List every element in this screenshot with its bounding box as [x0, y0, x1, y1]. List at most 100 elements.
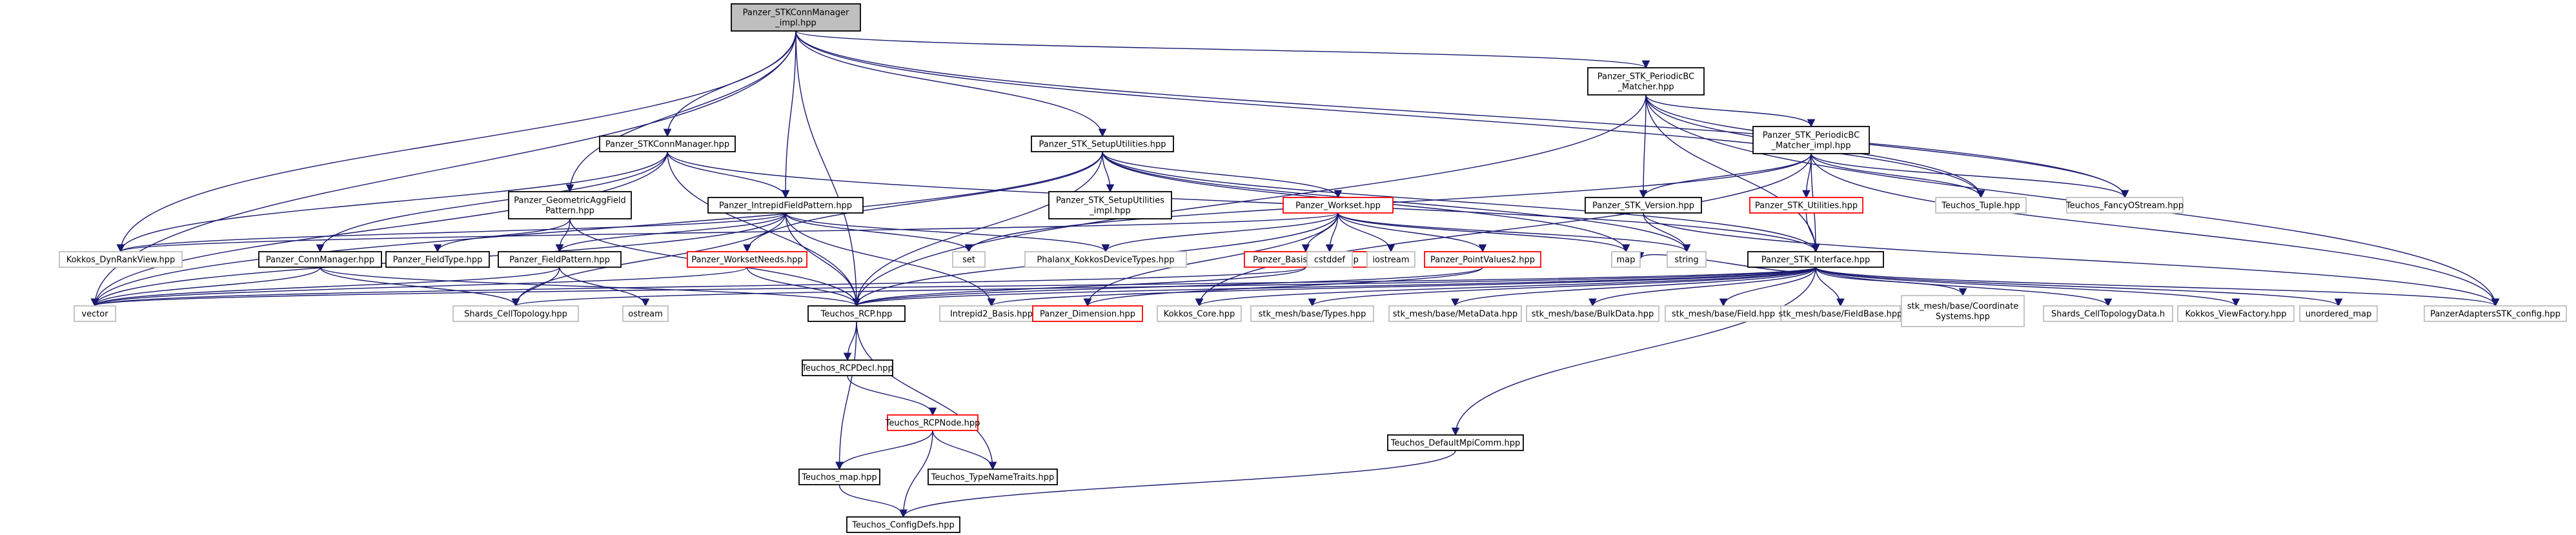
- node-intrepid-basis: Intrepid2_Basis.hpp: [939, 305, 1044, 322]
- dependency-edge: [795, 30, 1107, 137]
- node-label: Teuchos_RCP.hpp: [820, 310, 893, 319]
- node-connmgr-stk[interactable]: Panzer_STKConnManager.hpp: [599, 136, 736, 152]
- node-box: [1366, 251, 1415, 268]
- node-box: [807, 305, 906, 322]
- node-box: [687, 251, 807, 268]
- node-stk-types: stk_mesh/base/Types.hpp: [1250, 305, 1374, 322]
- node-set: set: [952, 251, 986, 268]
- dependency-edge: [91, 267, 1306, 307]
- node-label: vector: [81, 310, 108, 319]
- dependency-edge: [90, 151, 1103, 307]
- dependency-edge: [1588, 267, 1816, 307]
- dependency-edge: [856, 321, 997, 470]
- dependency-edge: [1636, 252, 1816, 273]
- dependency-edge: [1301, 212, 1339, 253]
- dependency-edge: [565, 30, 796, 193]
- dependency-edge: [853, 267, 1816, 307]
- node-typenametraits[interactable]: Teuchos_TypeNameTraits.hpp: [928, 469, 1058, 485]
- dependency-edge: [988, 267, 1816, 307]
- node-label: Panzer_STK_Utilities.hpp: [1755, 201, 1858, 211]
- dependency-edge: [1815, 267, 2499, 307]
- node-label: stk_mesh/base/Coordinate: [1907, 302, 2019, 312]
- dependency-edge: [852, 267, 1306, 307]
- node-label: Panzer_STKConnManager: [743, 8, 849, 18]
- node-box: [939, 305, 1044, 322]
- node-label: _impl.hpp: [1089, 207, 1131, 216]
- dependency-edge: [1815, 267, 2113, 307]
- node-defaultmpicomm[interactable]: Teuchos_DefaultMpiComm.hpp: [1387, 434, 1524, 451]
- node-configdefs[interactable]: Teuchos_ConfigDefs.hpp: [846, 516, 960, 533]
- node-box: [1024, 251, 1187, 268]
- dependency-edge: [1102, 151, 1343, 199]
- node-label: Teuchos_RCPNode.hpp: [885, 419, 980, 429]
- dependency-edge: [117, 212, 1339, 253]
- node-periodic-impl[interactable]: Panzer_STK_PeriodicBC_Matcher_impl.hpp: [1752, 126, 1870, 154]
- node-box: [385, 251, 490, 268]
- node-setuputil[interactable]: Panzer_STK_SetupUtilities.hpp: [1031, 136, 1174, 152]
- node-label: Panzer_Workset.hpp: [1295, 201, 1381, 211]
- node-connmgr[interactable]: Panzer_ConnManager.hpp: [258, 251, 382, 268]
- node-box: [2043, 305, 2173, 322]
- node-label: Panzer_STK_PeriodicBC: [1763, 131, 1860, 141]
- node-stk-utilities[interactable]: Panzer_STK_Utilities.hpp: [1749, 197, 1863, 214]
- node-intrepid-fp[interactable]: Panzer_IntrepidFieldPattern.hpp: [707, 197, 864, 214]
- node-dimension[interactable]: Panzer_Dimension.hpp: [1032, 305, 1143, 322]
- node-label: Teuchos_Tuple.hpp: [1941, 201, 2020, 211]
- node-box: [1747, 251, 1884, 268]
- node-rcpnode[interactable]: Teuchos_RCPNode.hpp: [885, 414, 980, 431]
- node-label: ostream: [628, 310, 663, 319]
- node-rcpdecl[interactable]: Teuchos_RCPDecl.hpp: [801, 359, 893, 376]
- dependency-edge: [795, 30, 861, 307]
- node-stk-bulkdata: stk_mesh/base/BulkData.hpp: [1526, 305, 1659, 322]
- node-stk-interface[interactable]: Panzer_STK_Interface.hpp: [1747, 251, 1884, 268]
- node-root[interactable]: Panzer_STKConnManager_impl.hpp: [731, 3, 861, 32]
- node-box: [1250, 305, 1374, 322]
- node-pointvalues2[interactable]: Panzer_PointValues2.hpp: [1424, 251, 1541, 268]
- dependency-edge: [116, 151, 668, 253]
- node-box: [1587, 67, 1705, 96]
- node-box: [622, 305, 669, 322]
- node-teuchos-map[interactable]: Teuchos_map.hpp: [798, 469, 880, 485]
- node-stk-field: stk_mesh/base/Field.hpp: [1665, 305, 1782, 322]
- dependency-edge: [91, 267, 1816, 307]
- node-box: [1780, 305, 1901, 322]
- node-string: string: [1667, 251, 1707, 268]
- dependency-edge: [1195, 153, 1812, 307]
- node-rcp[interactable]: Teuchos_RCP.hpp: [807, 305, 906, 322]
- node-label: Panzer_IntrepidFieldPattern.hpp: [719, 201, 852, 211]
- node-stk-version[interactable]: Panzer_STK_Version.hpp: [1585, 197, 1702, 214]
- dependency-edge: [1645, 94, 1816, 128]
- dependency-edge: [90, 267, 321, 307]
- dependency-edge: [116, 30, 796, 253]
- node-workset[interactable]: Panzer_Workset.hpp: [1283, 197, 1394, 214]
- node-phalanx: Phalanx_KokkosDeviceTypes.hpp: [1024, 251, 1187, 268]
- dependency-edge: [1337, 212, 1395, 253]
- node-label: Shards_CellTopologyData.h: [2051, 310, 2165, 319]
- node-box: [1752, 126, 1870, 154]
- node-worksetneeds[interactable]: Panzer_WorksetNeeds.hpp: [687, 251, 807, 268]
- node-box: [1306, 251, 1353, 268]
- node-fieldtype[interactable]: Panzer_FieldType.hpp: [385, 251, 490, 268]
- dependency-edge: [932, 430, 997, 470]
- node-setuputil-impl[interactable]: Panzer_STK_SetupUtilities_impl.hpp: [1048, 191, 1172, 219]
- dependency-edge: [667, 151, 790, 199]
- dependency-edge: [852, 94, 1647, 307]
- node-box: [1424, 251, 1541, 268]
- node-box: [1935, 197, 2027, 214]
- node-fieldpattern[interactable]: Panzer_FieldPattern.hpp: [498, 251, 622, 268]
- node-label: _Matcher_impl.hpp: [1770, 141, 1851, 151]
- node-iostream: iostream: [1366, 251, 1415, 268]
- node-label: Panzer_WorksetNeeds.hpp: [691, 256, 803, 265]
- node-label: iostream: [1372, 256, 1409, 265]
- node-map: map: [1611, 251, 1641, 268]
- node-shards-celltopdata: Shards_CellTopologyData.h: [2043, 305, 2173, 322]
- node-box: [731, 3, 861, 32]
- node-label: cstddef: [1314, 256, 1346, 265]
- dependency-edge: [1337, 212, 1691, 253]
- node-periodic[interactable]: Panzer_STK_PeriodicBC_Matcher.hpp: [1587, 67, 1705, 96]
- node-box: [1031, 136, 1174, 152]
- node-label: Teuchos_DefaultMpiComm.hpp: [1390, 439, 1520, 449]
- node-box: [74, 305, 116, 322]
